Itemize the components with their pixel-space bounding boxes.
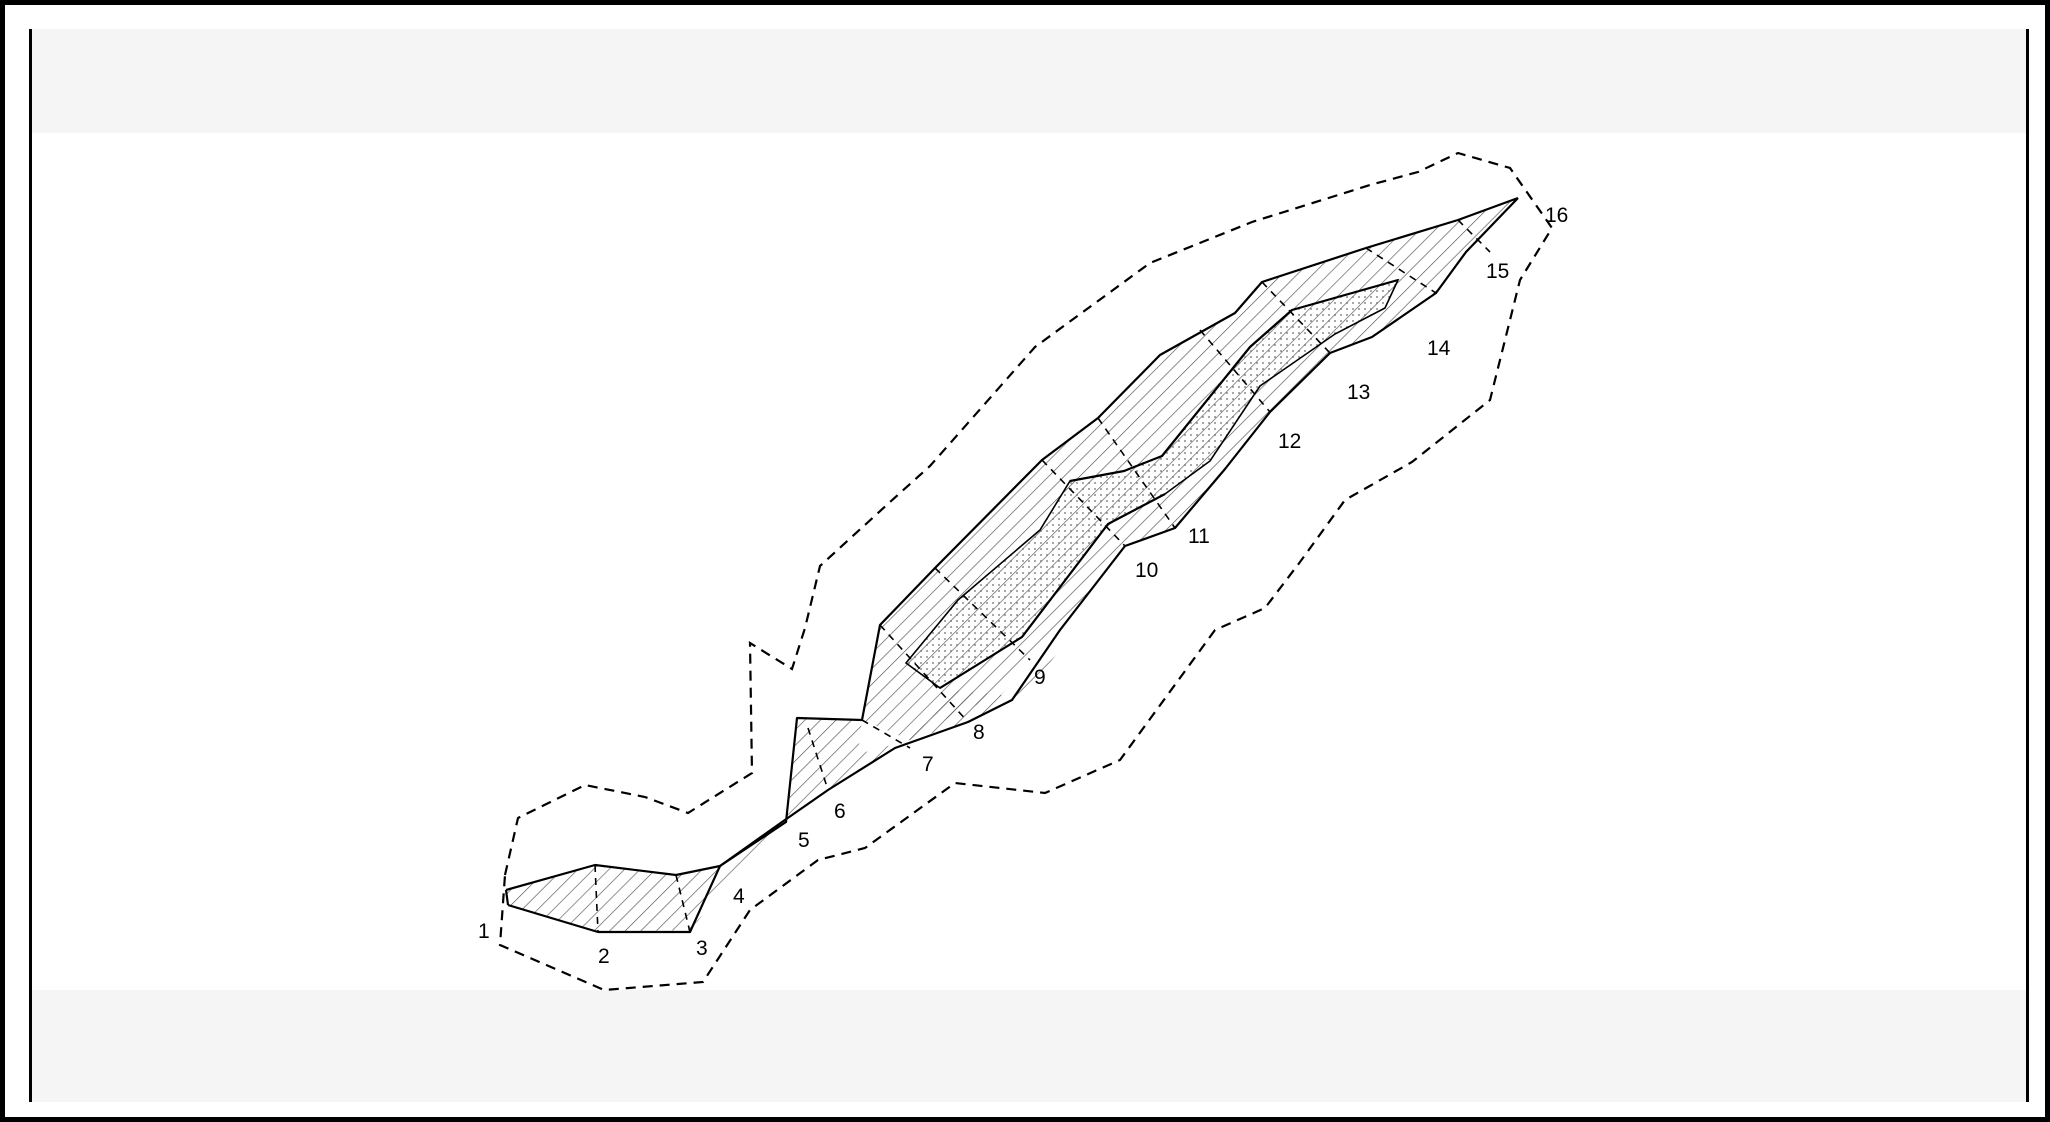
station-label-4: 4 (733, 885, 745, 908)
station-label-16: 16 (1545, 204, 1568, 227)
inner-border (29, 29, 2029, 1102)
right-bank-line (507, 197, 1519, 934)
section-line-14 (1365, 247, 1437, 294)
station-label-6: 6 (834, 800, 846, 823)
station-label-9: 9 (1034, 666, 1046, 689)
station-label-14: 14 (1427, 337, 1451, 360)
top-band (29, 29, 2029, 133)
section-line-6 (807, 727, 829, 791)
station-label-8: 8 (973, 721, 985, 744)
station-label-11: 11 (1188, 525, 1210, 548)
section-line-9 (934, 567, 1031, 661)
section-line-10 (1041, 459, 1126, 547)
station-label-10: 10 (1135, 559, 1158, 582)
section-line-13 (1261, 281, 1331, 354)
section-lines (594, 219, 1491, 933)
station-label-3: 3 (696, 937, 708, 960)
section-line-8 (879, 624, 969, 723)
lower-edge-line (504, 889, 510, 906)
station-label-1: 1 (478, 920, 490, 943)
upper-sub-channel-line (1069, 278, 1399, 483)
station-label-13: 13 (1347, 381, 1370, 404)
hatched-channel-lower (506, 640, 1068, 932)
station-label-7: 7 (922, 753, 934, 776)
section-line-2 (594, 864, 599, 933)
station-label-15: 15 (1486, 260, 1509, 283)
outer-dashed-boundary (498, 151, 1554, 992)
station-label-2: 2 (598, 945, 610, 968)
lower-sub-channel-line (939, 493, 1166, 689)
station-label-12: 12 (1278, 430, 1301, 453)
station-label-5: 5 (798, 829, 810, 852)
section-line-12 (1199, 329, 1271, 413)
section-line-3 (675, 874, 691, 933)
section-line-11 (1097, 417, 1176, 529)
dotted-core-area (904, 278, 1400, 689)
station-labels: 1 2 3 4 5 6 7 8 9 10 11 12 13 14 15 16 (478, 204, 1568, 968)
section-line-7 (861, 719, 911, 749)
bottom-band (29, 990, 2029, 1102)
